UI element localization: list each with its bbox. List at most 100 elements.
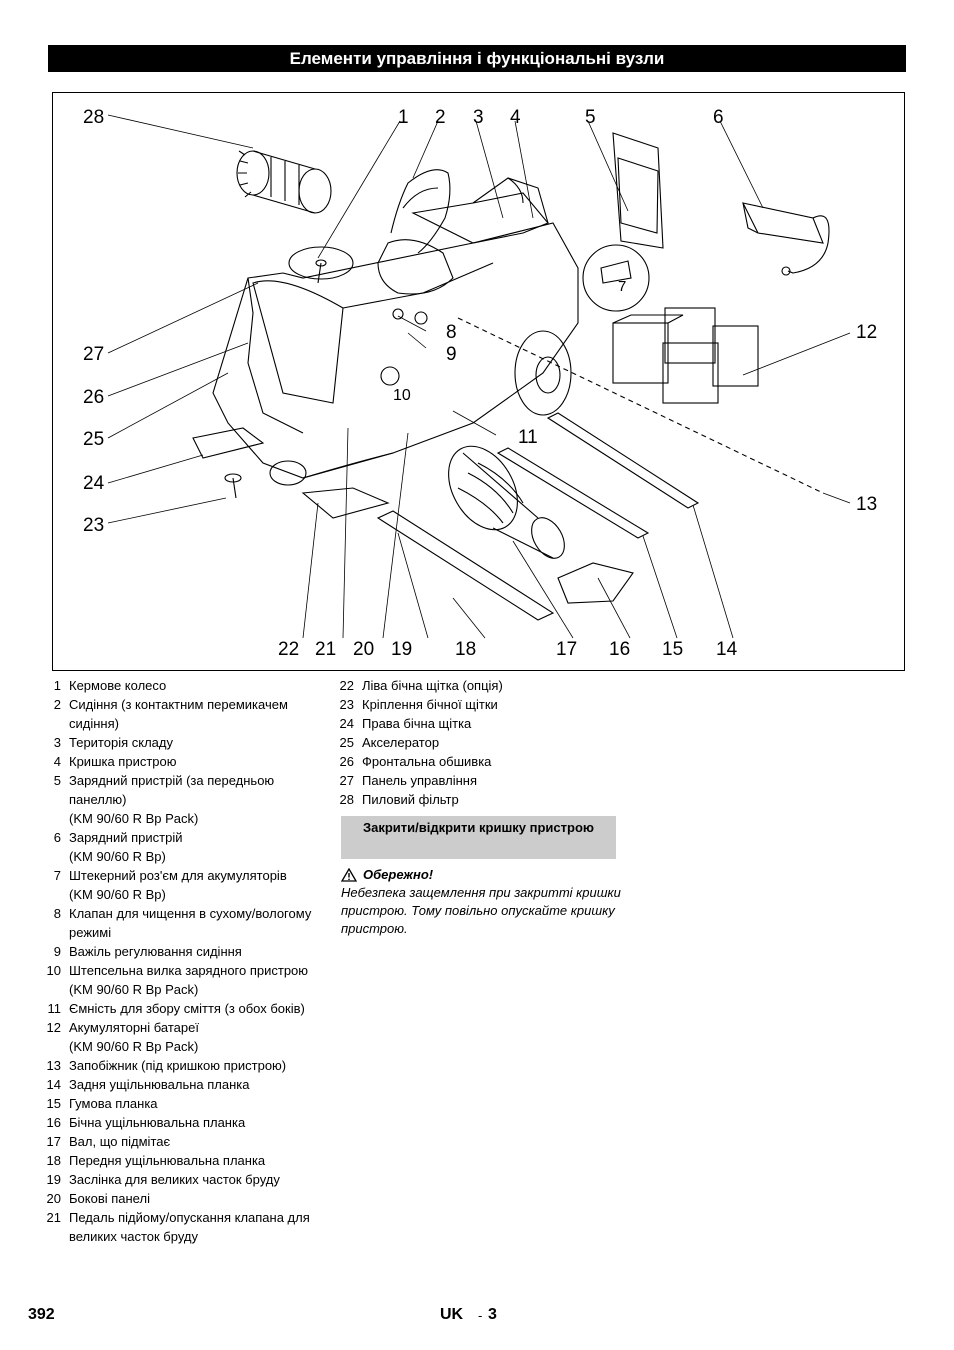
callout-15: 15 <box>662 639 683 660</box>
legend-number: 6 <box>53 830 61 845</box>
legend-text: Акумуляторні батареї <box>69 1020 199 1035</box>
legend-number: 9 <box>53 944 61 959</box>
page-title: Елементи управління і функціональні вузл… <box>48 45 906 72</box>
legend-number: 12 <box>46 1020 61 1035</box>
legend-text: Запобіжник (під кришкою пристрою) <box>69 1058 287 1073</box>
legend-model-note: (KM 90/60 R Bp Pack) <box>69 1039 199 1054</box>
leader-lines <box>107 114 851 639</box>
legend-text: Вал, що підмітає <box>69 1134 171 1149</box>
legend-item: 13 Запобіжник (під кришкою пристрою) <box>40 1056 330 1075</box>
legend-number: 14 <box>46 1077 61 1092</box>
legend-text: Панель управління <box>362 773 478 788</box>
legend-text: Важіль регулювання сидіння <box>69 944 242 959</box>
legend-number: 25 <box>339 735 354 750</box>
legend-item: 25 Акселератор <box>333 733 623 752</box>
language-code: UK <box>440 1306 464 1323</box>
legend-text: Передня ущільнювальна планка <box>69 1153 266 1168</box>
legend-number: 1 <box>53 678 61 693</box>
legend-text: Кріплення бічної щітки <box>362 697 498 712</box>
legend-text: Кермове колесо <box>69 678 167 693</box>
section-heading: Закрити/відкрити кришку пристрою <box>341 816 616 859</box>
legend-text: Педаль підйому/опускання клапана для вел… <box>69 1210 310 1244</box>
callout-24: 24 <box>83 473 105 494</box>
legend-number: 2 <box>53 697 61 712</box>
warning-triangle-icon <box>341 868 357 882</box>
legend-number: 13 <box>46 1058 61 1073</box>
callout-23: 23 <box>83 515 104 536</box>
legend-number: 8 <box>53 906 61 921</box>
callout-11: 11 <box>518 427 538 448</box>
sealing-strips-drawing <box>376 412 700 621</box>
callout-22: 22 <box>278 639 299 660</box>
callout-1: 1 <box>398 107 409 128</box>
legend-model-note: (KM 90/60 R Bp) <box>69 849 166 864</box>
callout-4: 4 <box>510 107 521 128</box>
legend-item: 3 Територія складу <box>40 733 330 752</box>
callout-26: 26 <box>83 387 104 408</box>
callout-6: 6 <box>713 107 724 128</box>
callout-2: 2 <box>435 107 446 128</box>
legend-number: 11 <box>47 1001 62 1016</box>
section-page-number: 3 <box>488 1306 497 1323</box>
legend-number: 5 <box>53 773 61 788</box>
machine-body-drawing <box>192 169 579 519</box>
legend-text: Бічна ущільнювальна планка <box>69 1115 246 1130</box>
callout-12: 12 <box>856 322 877 343</box>
legend-item: 27 Панель управління <box>333 771 623 790</box>
page-number: 392 <box>28 1306 55 1323</box>
callout-10: 10 <box>393 387 411 404</box>
footer-separator: - <box>478 1308 483 1323</box>
legend-text: Права бічна щітка <box>362 716 472 731</box>
callout-5: 5 <box>585 107 596 128</box>
legend-item: 16 Бічна ущільнювальна планка <box>40 1113 330 1132</box>
legend-model-note: (KM 90/60 R Bp Pack) <box>69 811 199 826</box>
legend-number: 27 <box>339 773 354 788</box>
legend-item: 12 Акумуляторні батареї <box>40 1018 330 1037</box>
legend-text: Територія складу <box>69 735 173 750</box>
legend-number: 7 <box>53 868 61 883</box>
legend-item: 23 Кріплення бічної щітки <box>333 695 623 714</box>
legend-text: Сидіння (з контактним перемикачем сидінн… <box>69 697 288 731</box>
callout-13: 13 <box>856 494 877 515</box>
legend-text: Ємність для збору сміття (з обох боків) <box>69 1001 305 1016</box>
callout-7: 7 <box>618 278 626 295</box>
sweeping-roller-drawing <box>448 445 565 559</box>
legend-model-note: (KM 90/60 R Bp) <box>69 887 166 902</box>
callout-28: 28 <box>83 107 104 128</box>
legend-text: Ліва бічна щітка (опція) <box>362 678 503 693</box>
callout-14: 14 <box>716 639 738 660</box>
callout-8: 8 <box>446 322 457 343</box>
callout-18: 18 <box>455 639 476 660</box>
callout-27: 27 <box>83 344 104 365</box>
caution-label: Обережно! <box>363 867 434 882</box>
legend-number: 10 <box>46 963 61 978</box>
legend-text: Кришка пристрою <box>69 754 177 769</box>
legend-number: 17 <box>46 1134 61 1149</box>
dust-filter-drawing <box>236 150 332 214</box>
legend-number: 26 <box>339 754 354 769</box>
legend-text: Гумова планка <box>69 1096 158 1111</box>
legend-number: 16 <box>46 1115 61 1130</box>
machine-diagram: 28 1 2 3 4 5 6 7 8 9 10 11 12 13 14 15 1… <box>52 92 905 671</box>
callout-9: 9 <box>446 344 457 365</box>
legend-item: 1 Кермове колесо <box>40 676 330 695</box>
callout-17: 17 <box>556 639 577 660</box>
legend-item: 10 Штепсельна вилка зарядного пристрою <box>40 961 330 980</box>
legend-text: Клапан для чищення в сухому/вологому реж… <box>69 906 312 940</box>
caution-text: Небезпека защемлення при закритті кришки… <box>341 885 621 936</box>
legend-number: 3 <box>53 735 61 750</box>
callout-3: 3 <box>473 107 484 128</box>
legend-text: Зарядний пристрій <box>69 830 183 845</box>
legend-text: Штепсельна вилка зарядного пристрою <box>69 963 309 978</box>
legend-item: 11 Ємність для збору сміття (з обох боків… <box>40 999 330 1018</box>
legend-text: Акселератор <box>362 735 440 750</box>
legend-number: 23 <box>339 697 354 712</box>
